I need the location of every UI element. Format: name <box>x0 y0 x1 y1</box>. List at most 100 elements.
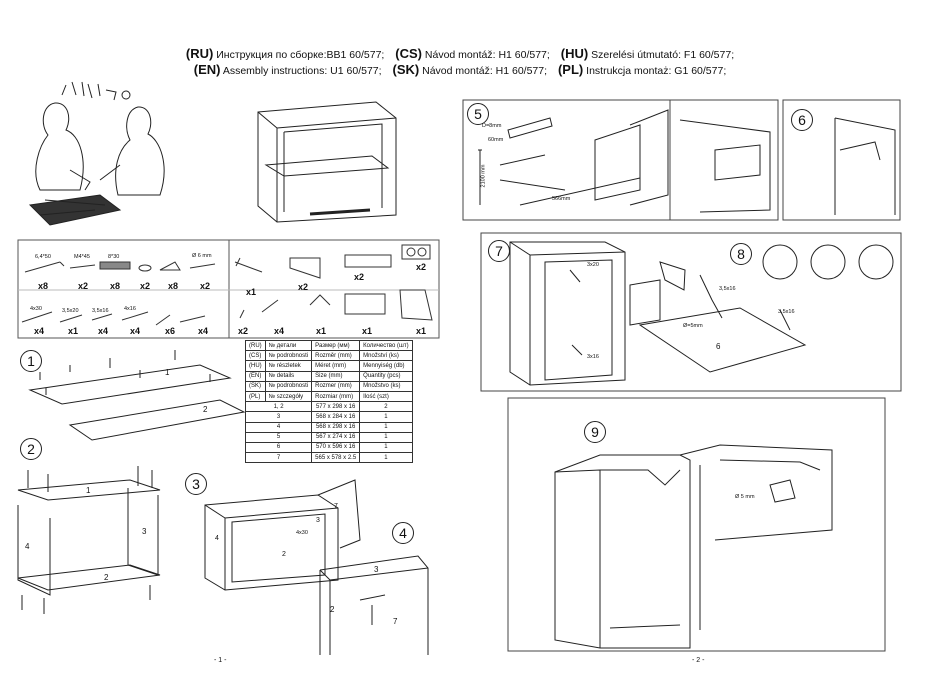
part-2-label-step3: 2 <box>282 551 286 558</box>
step-4-number: 4 <box>392 522 414 544</box>
table-cell: 6 <box>244 441 313 454</box>
step9-drill-label: Ø 5 mm <box>735 494 755 500</box>
step5-height-label: 2100 mm <box>480 164 487 188</box>
step8-drill-label: Ø=5mm <box>683 323 703 329</box>
part-7-label-step3: 7 <box>334 503 338 510</box>
hardware-drawings <box>21 244 433 326</box>
lang-code-pl: (PL) <box>557 62 584 77</box>
part-6-label-step8: 6 <box>716 342 721 351</box>
table-cell: Rozměr (mm) <box>311 350 361 362</box>
step1-drawing <box>28 350 246 441</box>
table-cell: Quantity (pcs) <box>359 370 413 382</box>
table-cell: № szczegóły <box>264 390 313 403</box>
page-number-1: - 1 - <box>214 657 227 664</box>
header-line-1: (RU) Инструкция по сборке:BB1 60/577; (C… <box>0 46 928 61</box>
part-1-label-step2: 1 <box>86 486 91 495</box>
hw2-qty-1: x4 <box>34 326 45 336</box>
page-number-2: - 2 - <box>692 657 705 664</box>
hw-qty-6: x2 <box>200 281 211 291</box>
lang-code-ru: (RU) <box>185 46 214 61</box>
hw2-label-1: 4x30 <box>30 306 42 312</box>
table-cell: 1 <box>359 431 413 443</box>
table-cell: 1 <box>359 452 413 464</box>
hwr2-qty-4: x1 <box>362 326 373 336</box>
table-cell: 568 x 298 x 16 <box>311 421 361 433</box>
step8-drawing <box>638 244 894 373</box>
step7-drawing <box>509 241 661 386</box>
step-1-number: 1 <box>20 350 42 372</box>
table-cell: Rozmiar (mm) <box>311 390 361 403</box>
hw2-qty-3: x4 <box>98 326 109 336</box>
lang-code-cs: (CS) <box>395 46 422 61</box>
tools-icons <box>61 81 131 101</box>
part-3-label-step3: 3 <box>316 517 320 524</box>
step-2-number: 2 <box>20 438 42 460</box>
hw2-qty-5: x6 <box>165 326 176 336</box>
table-cell: 1, 2 <box>244 401 313 413</box>
step9-drawing <box>554 444 833 649</box>
table-cell: 2 <box>359 401 413 413</box>
step-7-number: 7 <box>488 240 510 262</box>
title-cs: Návod montáž: H1 60/577; <box>424 49 550 61</box>
table-cell: № részletek <box>264 360 313 372</box>
table-cell: 568 x 284 x 16 <box>311 411 361 423</box>
step4-drawing <box>319 555 429 655</box>
hw-label-6: Ø 6 mm <box>192 253 212 259</box>
step5-drawing <box>478 109 896 215</box>
table-cell: Размер (мм) <box>311 339 361 352</box>
table-cell: Množství (ks) <box>359 350 413 362</box>
step3-screw-label: 4x30 <box>296 530 308 536</box>
step2-drawing <box>17 466 161 614</box>
title-sk: Návod montáž: H1 60/577; <box>422 65 548 77</box>
hwr2-qty-2: x4 <box>274 326 285 336</box>
table-cell: № details <box>264 370 313 382</box>
header-line-2: (EN) Assembly instructions: U1 60/577; (… <box>0 62 928 77</box>
hwr2-qty-3: x1 <box>316 326 327 336</box>
hw-label-3: 8*30 <box>108 254 120 260</box>
table-cell: (PL) <box>245 390 266 403</box>
hwr2-qty-1: x2 <box>238 326 249 336</box>
table-cell: Ilość (szt) <box>359 390 413 403</box>
table-cell: (EN) <box>245 370 266 382</box>
title-en: Assembly instructions: U1 60/577; <box>222 65 382 77</box>
table-cell: 5 <box>244 431 313 443</box>
hw-qty-3: x8 <box>110 281 121 291</box>
table-cell: 3 <box>244 411 313 423</box>
hw2-label-2: 3,5x20 <box>62 308 79 314</box>
table-cell: 567 x 274 x 16 <box>311 431 361 443</box>
part-3-label-step4: 3 <box>374 565 379 574</box>
title-pl: Instrukcja montaż: G1 60/577; <box>586 65 727 77</box>
table-cell: № podrobnosti <box>264 350 313 362</box>
part-2-label-step4: 2 <box>330 605 335 614</box>
table-cell: 1 <box>359 421 413 433</box>
table-cell: 1 <box>359 441 413 454</box>
step-8-number: 8 <box>730 243 752 265</box>
part-7-label-step4: 7 <box>393 617 398 626</box>
hw-qty-2: x2 <box>78 281 89 291</box>
part-4-label-step2: 4 <box>25 542 30 551</box>
step5-width-label: 566mm <box>552 196 571 202</box>
table-cell: 4 <box>244 421 313 433</box>
lang-code-en: (EN) <box>193 62 221 77</box>
title-ru: Инструкция по сборке:BB1 60/577; <box>216 49 385 61</box>
table-cell: (RU) <box>245 339 266 352</box>
table-cell: Size (mm) <box>311 370 361 382</box>
step5-drill-label: D=8mm <box>482 123 502 129</box>
lang-code-hu: (HU) <box>560 46 589 61</box>
hw2-qty-6: x4 <box>198 326 209 336</box>
part-1-label-step1: 1 <box>165 368 170 377</box>
step-9-number: 9 <box>584 421 606 443</box>
cabinet-overview <box>257 101 397 223</box>
table-cell: Rozmer (mm) <box>311 380 361 392</box>
hwr-qty-3: x2 <box>354 272 365 282</box>
hw2-label-4: 4x16 <box>124 306 136 312</box>
